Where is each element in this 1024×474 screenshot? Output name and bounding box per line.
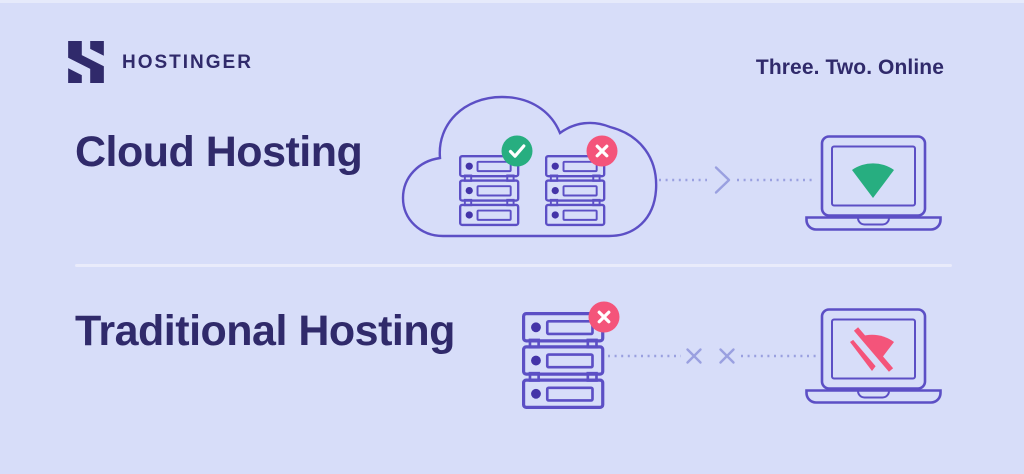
divider (75, 264, 952, 267)
traditional-hosting-illustration (522, 299, 942, 409)
broken-connection-icon (608, 348, 816, 364)
cloud-hosting-illustration (401, 95, 942, 238)
section-title-traditional: Traditional Hosting (75, 307, 455, 355)
brand-name: HOSTINGER (122, 52, 253, 73)
server-icon (459, 154, 520, 227)
server-icon (544, 154, 606, 227)
wifi-off-icon (848, 327, 894, 376)
check-badge-icon (499, 133, 535, 169)
dotted-arrow-icon (659, 166, 816, 194)
section-title-cloud: Cloud Hosting (75, 128, 363, 176)
cross-badge-icon (586, 299, 622, 335)
tagline: Three. Two. Online (755, 56, 944, 79)
cross-badge-icon (584, 133, 620, 169)
server-icon (522, 312, 605, 409)
wifi-icon (852, 163, 894, 198)
cloud-icon (401, 95, 658, 238)
hostinger-logo-icon (68, 41, 104, 83)
